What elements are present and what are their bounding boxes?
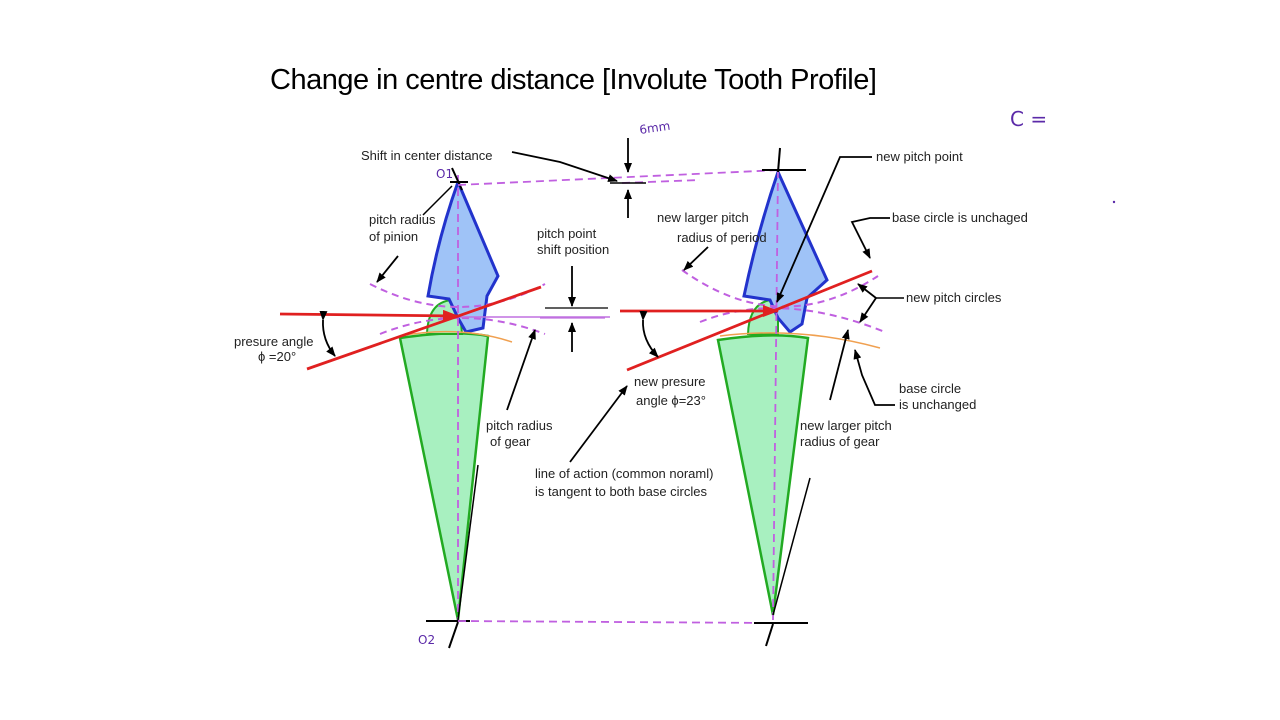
label-new-larger-pitch-gear-2: radius of gear (800, 434, 880, 449)
base-circle-unchanged-leader (853, 349, 895, 406)
handwritten-c-equals: C = (1010, 107, 1047, 131)
pitch-radius-gear-leader (457, 464, 479, 621)
label-base-circle-unchanged-top: base circle is unchaged (892, 210, 1028, 225)
base-circle-top-leader (850, 217, 890, 259)
right-base-circle (719, 332, 881, 349)
label-pitch-point-shift-2: shift position (537, 242, 609, 257)
right-bottom-axis (765, 623, 774, 647)
label-pitch-point-shift-1: pitch point (537, 226, 597, 241)
pitch-radius-pinion-leader (376, 255, 399, 283)
label-pitch-radius-gear-1: pitch radius (486, 418, 553, 433)
bottom-dashed-line (457, 620, 774, 624)
handwritten-shift-value: 6mm (638, 119, 671, 137)
handwritten-o1: O1 (436, 167, 453, 181)
left-gear-shape (398, 332, 490, 621)
shift-leader (511, 151, 618, 182)
label-new-pitch-point: new pitch point (876, 149, 963, 164)
right-pitch-circle-pinion (681, 269, 879, 308)
new-pressure-angle-arc (639, 310, 659, 358)
label-pressure-angle-2: ϕ =20° (258, 349, 296, 364)
line-of-action-arrow (569, 385, 628, 463)
new-larger-pitch-gear-arrow (829, 329, 850, 401)
label-base-circle-unchanged-1: base circle (899, 381, 961, 396)
label-base-circle-unchanged-2: is unchanged (899, 397, 976, 412)
label-pitch-radius-pinion-1: pitch radius (369, 212, 436, 227)
label-pitch-radius-gear-2: of gear (490, 434, 531, 449)
pitch-radius-gear-arrow (506, 329, 536, 411)
left-red-arrow (279, 309, 459, 322)
left-bottom-axis (448, 621, 459, 649)
label-new-larger-pitch-pinion-2: radius of period (677, 230, 767, 245)
right-center-line (772, 169, 779, 621)
handwritten-o2: O2 (418, 633, 435, 647)
label-new-pressure-angle-1: new presure (634, 374, 706, 389)
handwritten-dot (1112, 200, 1116, 204)
new-larger-pitch-pinion-leader (683, 246, 709, 271)
right-pinion-shape (742, 167, 829, 334)
left-top-axis (451, 167, 463, 191)
right-diagram (620, 147, 886, 647)
label-new-larger-pitch-gear-1: new larger pitch (800, 418, 892, 433)
left-diagram (279, 167, 610, 649)
label-pitch-radius-pinion-2: of pinion (369, 229, 418, 244)
right-top-axis (777, 147, 781, 173)
right-line-of-action (626, 269, 873, 372)
left-pitch-circle-gear (379, 317, 546, 335)
right-pitch-circle-gear (699, 307, 886, 333)
new-pitch-circles-arrow-2 (859, 297, 877, 323)
right-gear-leader (772, 477, 811, 616)
label-new-larger-pitch-pinion-1: new larger pitch (657, 210, 749, 225)
pinion-radius-to-axis (422, 185, 453, 216)
label-line-of-action-1: line of action (common noraml) (535, 466, 713, 481)
new-pitch-circles-arrow-1 (857, 283, 877, 299)
label-shift-in-center-distance: Shift in center distance (361, 148, 493, 163)
left-line-of-action (306, 285, 542, 371)
page-title: Change in centre distance [Involute Toot… (270, 64, 877, 96)
left-pinion-shape (426, 177, 500, 334)
label-line-of-action-2: is tangent to both base circles (535, 484, 707, 499)
label-pressure-angle-1: presure angle (234, 334, 314, 349)
new-pitch-point-leader (776, 156, 872, 303)
label-new-pressure-angle-2: angle ϕ=23° (636, 393, 706, 408)
pressure-angle-arc (319, 310, 336, 357)
label-new-pitch-circles: new pitch circles (906, 290, 1002, 305)
top-dashed-line-1 (457, 169, 781, 186)
right-gear-shape (716, 334, 810, 616)
